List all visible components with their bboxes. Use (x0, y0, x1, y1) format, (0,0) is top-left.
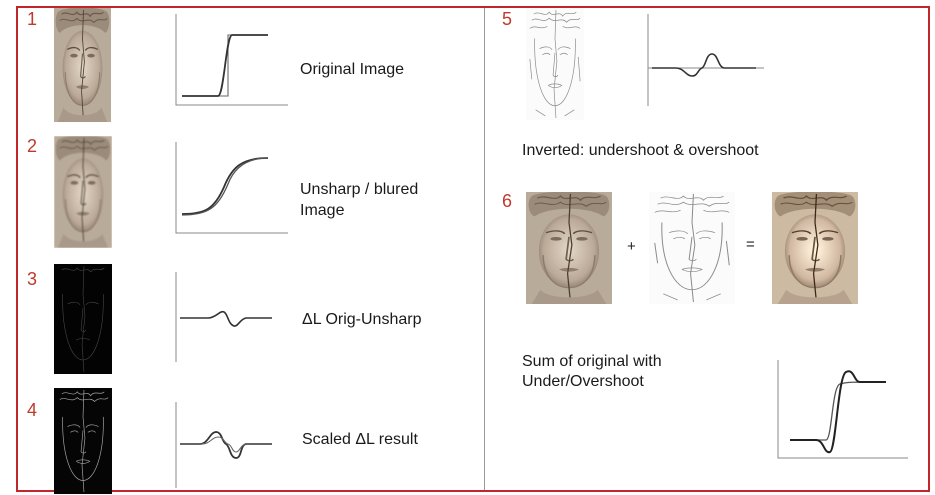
difference-dark-image (54, 264, 112, 374)
sum-input-sketch-image (649, 192, 735, 304)
scaled-difference-image (54, 388, 112, 494)
step-number-6: 6 (502, 191, 513, 211)
plot-difference (174, 272, 292, 364)
step-number-5: 5 (502, 9, 513, 29)
plus-operator: + (627, 238, 636, 255)
step-number-4: 4 (27, 400, 38, 420)
step-number-2: 2 (27, 136, 38, 156)
caption-original-image: Original Image (300, 61, 405, 78)
caption-inverted: Inverted: undershoot & overshoot (522, 142, 759, 159)
caption-difference: ΔL Orig-Unsharp (302, 311, 422, 328)
caption-sum-line2: Under/Overshoot (522, 373, 644, 390)
figure-frame (16, 6, 930, 492)
step-number-3: 3 (27, 269, 38, 289)
sum-input-original-image (526, 192, 612, 304)
step-number-1: 1 (27, 9, 38, 29)
plot-inverted (646, 14, 766, 108)
plot-scaled-difference (174, 402, 292, 490)
plot-sharpened-sum (776, 360, 912, 462)
caption-scaled-difference: Scaled ΔL result (302, 431, 418, 448)
sharpened-result-image (772, 192, 858, 304)
inverted-sketch-image (526, 8, 584, 120)
blurred-face-image (54, 136, 112, 248)
original-face-image (54, 8, 111, 122)
plot-blurred-step (174, 142, 292, 238)
plot-original-step (174, 14, 292, 110)
equals-operator: = (746, 236, 755, 253)
caption-sum-line1: Sum of original with (522, 353, 662, 370)
caption-blurred-line2: Image (300, 202, 345, 219)
column-divider (484, 8, 485, 490)
caption-blurred-line1: Unsharp / blured (300, 181, 419, 198)
